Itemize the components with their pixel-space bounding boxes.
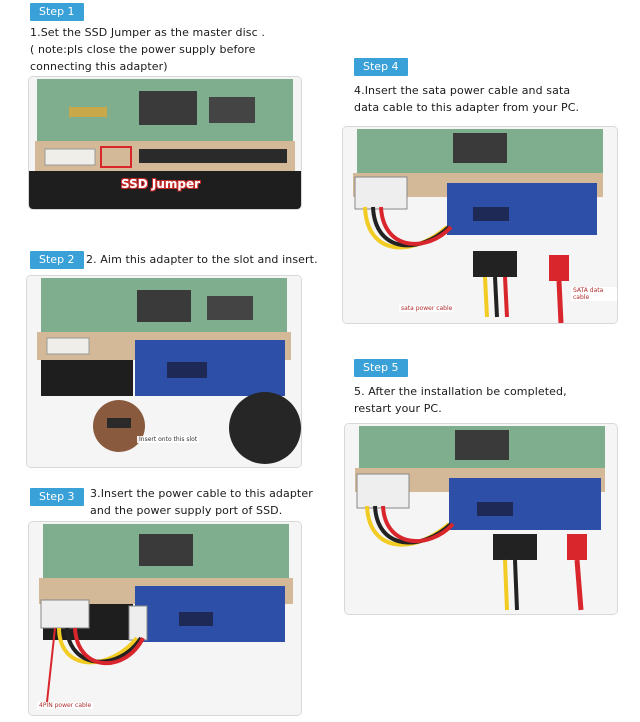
step-5-image bbox=[344, 423, 618, 615]
step-5-badge: Step 5 bbox=[354, 359, 408, 377]
step-2-instructions: 2. Aim this adapter to the slot and inse… bbox=[86, 253, 318, 266]
step-5-instructions: 5. After the installation be completed, … bbox=[354, 385, 567, 415]
step-2-image: Insert onto this slot bbox=[26, 275, 302, 468]
step-4-badge: Step 4 bbox=[354, 58, 408, 76]
step-3-image: 4PIN power cable bbox=[28, 521, 302, 716]
step-4-sata-data-label: SATA data cable bbox=[571, 287, 617, 301]
step-1-image: SSD Jumper bbox=[28, 76, 302, 210]
step-4-sata-power-label: sata power cable bbox=[399, 305, 455, 312]
ssd-jumper-label: SSD Jumper bbox=[121, 177, 201, 191]
step-3-power-cable-label: 4PIN power cable bbox=[37, 702, 94, 709]
step-4-instructions: 4.Insert the sata power cable and sata d… bbox=[354, 84, 580, 114]
step-4-image: sata power cable SATA data cable bbox=[342, 126, 618, 324]
step-2-badge: Step 2 bbox=[30, 251, 84, 269]
step-3-instructions: 3.Insert the power cable to this adapter… bbox=[90, 487, 313, 517]
step-2-slot-label: Insert onto this slot bbox=[137, 436, 200, 443]
step-1-instructions: 1.Set the SSD Jumper as the master disc … bbox=[30, 26, 265, 73]
step-1-badge: Step 1 bbox=[30, 3, 84, 21]
step-3-badge: Step 3 bbox=[30, 488, 84, 506]
